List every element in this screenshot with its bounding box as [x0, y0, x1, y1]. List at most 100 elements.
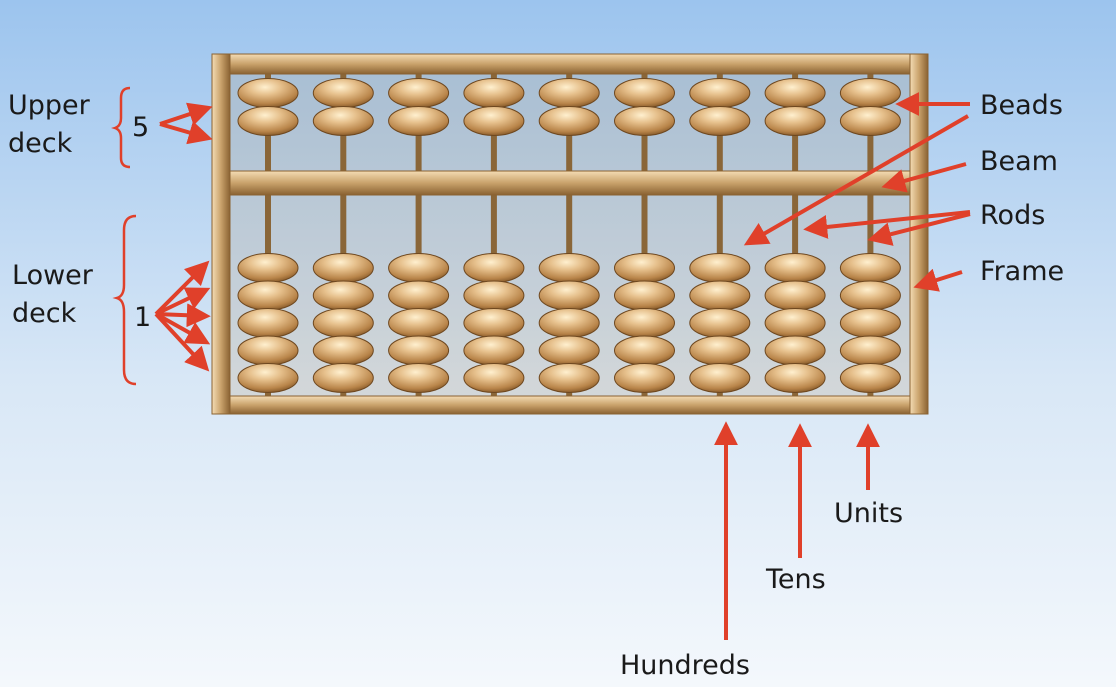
rods-label: Rods: [980, 200, 1046, 231]
frame-arrow: [913, 268, 963, 292]
rod: [716, 72, 723, 398]
upper-deck-bead: [312, 106, 374, 136]
lower-deck-label-line2: deck: [12, 298, 77, 329]
frame-bottom: [211, 395, 929, 415]
lower-deck-bead: [538, 280, 600, 311]
lower-deck-bead: [237, 335, 299, 366]
lower-deck-bead: [237, 280, 299, 311]
lower-deck-bead: [764, 335, 826, 366]
upper-deck-bead: [237, 106, 299, 136]
upper-arrow-1: [159, 102, 213, 126]
beads-label: Beads: [980, 90, 1063, 121]
abacus: [211, 53, 929, 415]
upper-deck-label-line2: deck: [8, 128, 73, 159]
upper-deck-bead: [764, 78, 826, 108]
lower-deck-bead: [689, 253, 751, 283]
rods-arrow-2: [867, 212, 971, 246]
lower-deck-bead: [463, 335, 525, 366]
upper-arrow-2: [159, 121, 213, 145]
lower-arrow-4: [155, 312, 211, 345]
upper-deck-bead: [463, 78, 525, 108]
rod: [792, 72, 799, 398]
lower-arrow-1: [154, 260, 210, 316]
lower-arrow-3: [155, 303, 211, 328]
lower-deck-bead: [463, 363, 525, 393]
beads: [237, 78, 901, 393]
lower-deck-bead: [614, 363, 675, 393]
upper-deck-bead: [689, 78, 751, 108]
lower-deck-bead: [839, 308, 901, 338]
upper-deck-bead: [463, 106, 525, 136]
upper-deck-bead: [538, 106, 600, 136]
lower-deck-bead: [388, 363, 450, 393]
lower-deck-bead: [614, 253, 675, 283]
beam-label: Beam: [980, 146, 1058, 177]
upper-deck-bead: [388, 78, 450, 108]
tens-label: Tens: [766, 564, 826, 595]
lower-deck-bead: [388, 253, 450, 283]
lower-deck-bracket: [112, 214, 137, 386]
beam-arrow: [881, 162, 967, 193]
lower-deck-bead: [237, 308, 299, 338]
lower-deck-bead: [689, 308, 751, 338]
frame-right: [909, 53, 929, 415]
rod: [490, 72, 497, 398]
lower-deck-bead: [764, 308, 826, 338]
lower-deck-bead: [312, 253, 374, 283]
rod: [415, 72, 422, 398]
rods-arrow-1: [803, 210, 971, 239]
lower-deck-bead: [463, 253, 525, 283]
frame-top: [211, 53, 929, 75]
lower-deck-bead: [463, 308, 525, 338]
upper-deck-bead: [839, 78, 901, 108]
lower-deck-bead: [538, 335, 600, 366]
beam: [213, 170, 925, 196]
lower-deck-bead: [839, 253, 901, 283]
upper-deck-bead: [538, 78, 600, 108]
lower-deck-bead: [312, 280, 374, 311]
lower-deck-bead: [312, 335, 374, 366]
upper-deck-value: 5: [132, 112, 150, 143]
upper-deck-bead: [312, 78, 374, 108]
upper-deck-bead: [614, 106, 675, 136]
lower-arrow-2: [155, 287, 211, 316]
lower-deck-bead: [689, 363, 751, 393]
rod: [566, 72, 573, 398]
lower-deck-bead: [538, 253, 600, 283]
frame-left: [211, 53, 231, 415]
upper-deck-bead: [388, 106, 450, 136]
units-label: Units: [834, 498, 904, 529]
upper-deck-bead: [689, 106, 751, 136]
rod: [340, 72, 347, 398]
rod: [641, 72, 648, 398]
rod: [265, 72, 271, 398]
frame-label: Frame: [980, 256, 1065, 287]
upper-deck-bead: [614, 78, 675, 108]
upper-deck-bead: [764, 106, 826, 136]
lower-deck-bead: [614, 335, 675, 366]
lower-deck-bead: [614, 280, 675, 311]
hundreds-label: Hundreds: [620, 650, 750, 681]
lower-deck-bead: [312, 363, 374, 393]
lower-deck-bead: [312, 308, 374, 338]
lower-arrow-5: [154, 312, 210, 372]
lower-deck-bead: [388, 335, 450, 366]
lower-deck-bead: [839, 363, 901, 393]
lower-deck-bead: [839, 335, 901, 366]
lower-deck-bead: [764, 280, 826, 311]
pointer-arrows: [154, 92, 971, 640]
lower-deck-bead: [388, 280, 450, 311]
lower-deck-label-line1: Lower: [12, 260, 93, 291]
upper-deck-bracket: [111, 86, 131, 169]
lower-deck-bead: [614, 308, 675, 338]
beads-arrow-lower: [743, 114, 969, 246]
lower-deck-bead: [689, 280, 751, 311]
lower-deck-bead: [237, 253, 299, 283]
upper-deck-bead: [839, 106, 901, 136]
lower-deck-value: 1: [134, 302, 152, 333]
lower-deck-bead: [839, 280, 901, 311]
lower-deck-bead: [237, 363, 299, 393]
lower-deck-bead: [538, 363, 600, 393]
lower-deck-bead: [388, 308, 450, 338]
